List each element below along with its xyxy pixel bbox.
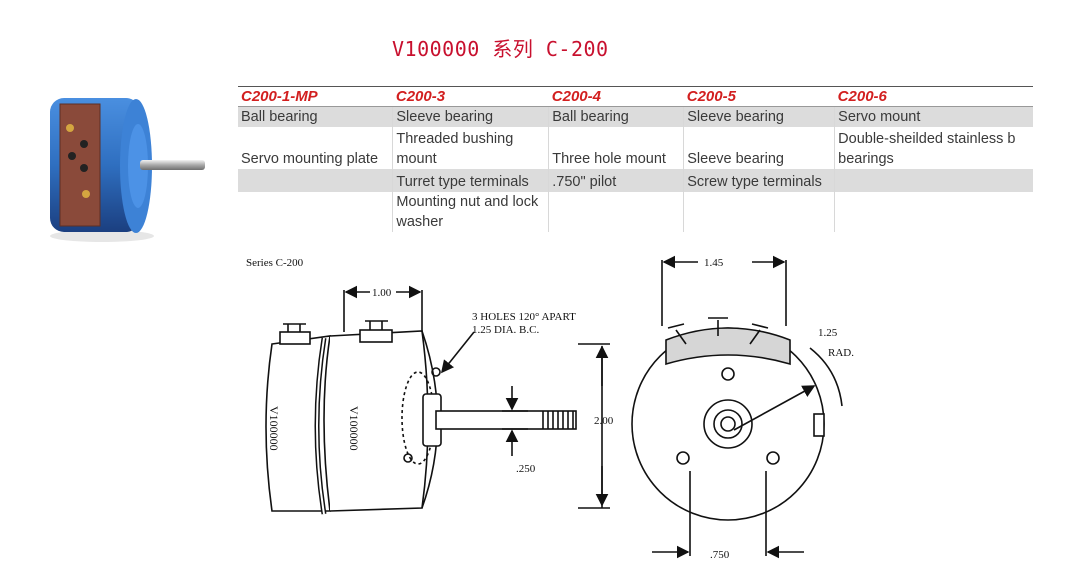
- holes-note-line2: 1.25 DIA. B.C.: [472, 324, 539, 336]
- spec-table: C200-1-MP C200-3 C200-4 C200-5 C200-6 Ba…: [238, 86, 1033, 232]
- table-cell: [834, 169, 1033, 192]
- table-cell: [238, 192, 393, 232]
- table-cell: Double-sheilded stainless b bearings: [834, 127, 1033, 169]
- table-cell: Screw type terminals: [683, 169, 835, 192]
- dim-250: .250: [516, 463, 536, 475]
- dim-1-45: 1.45: [704, 257, 724, 269]
- body-label-right: V100000: [347, 406, 361, 451]
- table-row: Servo mounting plate Threaded bushing mo…: [238, 127, 1033, 169]
- page-title: V100000 系列 C-200: [392, 37, 609, 61]
- table-cell: Ball bearing: [548, 106, 684, 127]
- table-cell: .750" pilot: [548, 169, 684, 192]
- table-cell: Threaded bushing mount: [392, 127, 549, 169]
- table-cell: Turret type terminals: [392, 169, 549, 192]
- table-cell: [834, 192, 1033, 232]
- table-cell: [683, 192, 835, 232]
- body-label-left: V100000: [267, 406, 281, 451]
- rad-label: RAD.: [828, 347, 854, 359]
- dim-750: .750: [710, 549, 730, 561]
- table-row: Mounting nut and lock washer: [238, 192, 1033, 232]
- table-cell: [548, 192, 684, 232]
- table-row: Ball bearing Sleeve bearing Ball bearing…: [238, 106, 1033, 127]
- table-cell: Servo mount: [834, 106, 1033, 127]
- dim-2-00: 2.00: [594, 415, 614, 427]
- col-header: C200-6: [834, 86, 1033, 107]
- table-cell: Sleeve bearing: [683, 127, 835, 169]
- table-cell: Sleeve bearing: [392, 106, 549, 127]
- table-cell: Mounting nut and lock washer: [392, 192, 549, 232]
- col-header: C200-3: [392, 86, 549, 107]
- table-cell: [238, 169, 393, 192]
- col-header: C200-1-MP: [238, 86, 393, 107]
- holes-note-line1: 3 HOLES 120° APART: [472, 311, 576, 323]
- table-cell: Three hole mount: [548, 127, 684, 169]
- series-label: Series C-200: [246, 257, 304, 269]
- col-header: C200-5: [683, 86, 835, 107]
- table-header-row: C200-1-MP C200-3 C200-4 C200-5 C200-6: [238, 86, 1033, 107]
- technical-drawing: Series C-200 1.00 3 HOLES 120° APART 1.2…: [246, 255, 854, 561]
- table-cell: Ball bearing: [238, 106, 393, 127]
- table-cell: Servo mounting plate: [241, 151, 379, 167]
- potentiometer-photo: [50, 98, 205, 242]
- table-row: Turret type terminals .750" pilot Screw …: [238, 169, 1033, 192]
- table-cell: Sleeve bearing: [683, 106, 835, 127]
- col-header: C200-4: [548, 86, 684, 107]
- spec-table-container: C200-1-MP C200-3 C200-4 C200-5 C200-6 Ba…: [238, 86, 1033, 234]
- dim-1-25: 1.25: [818, 327, 838, 339]
- dim-1-00: 1.00: [372, 287, 392, 299]
